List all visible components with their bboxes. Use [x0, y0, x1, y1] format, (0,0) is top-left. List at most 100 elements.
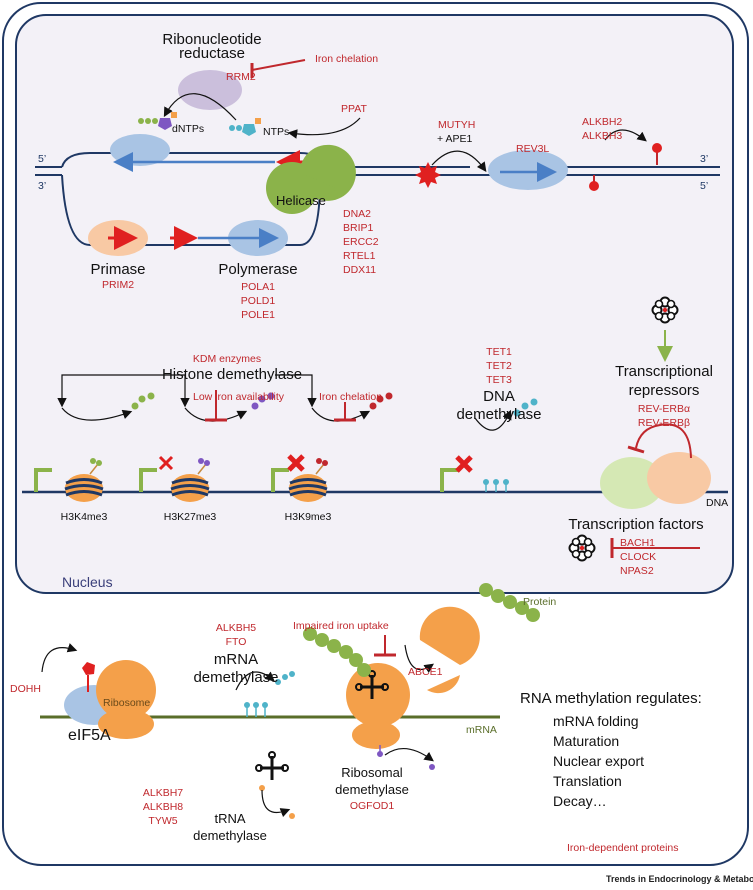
iron-chelation-label-mid: Iron chelation [319, 391, 383, 403]
helicase-protein: BRIP1 [343, 222, 374, 234]
h3k9me3-label: H3K9me3 [284, 511, 332, 523]
rnr-line-2: reductase [179, 45, 245, 62]
alkbh8-label: ALKBH8 [142, 801, 184, 813]
h3k27me3-label: H3K27me3 [163, 511, 217, 523]
histone-demethylase-label: Histone demethylase [161, 366, 303, 383]
mrna-demethylase-line: mRNA [213, 651, 259, 668]
nucleus-label: Nucleus [62, 574, 113, 590]
strand-3-left: 3’ [38, 180, 47, 192]
ribosomal-demethylase-line: demethylase [335, 782, 409, 797]
trna-demethylase-line: demethylase [193, 828, 267, 843]
helicase-protein: RTEL1 [343, 250, 376, 262]
dna-label: DNA [706, 497, 729, 509]
heme-icon-tf [568, 534, 596, 562]
abce1-label: ABCE1 [408, 666, 443, 678]
rev-erb-labels: REV-ERBα REV-ERBβ [638, 402, 690, 430]
alkbh3-label: ALKBH3 [582, 130, 623, 142]
heme-icon [651, 296, 679, 324]
abce1-small-subunit [427, 675, 460, 694]
helicase-protein: ERCC2 [343, 236, 379, 248]
dna-demethylase-line: demethylase [456, 406, 542, 423]
polymerase-protein: POLD1 [240, 295, 276, 307]
polymerase-protein: POLA1 [241, 281, 275, 293]
mrna-demethylase-line: demethylase [193, 669, 279, 686]
dna-demethylase-line: DNA [483, 388, 515, 405]
tf-protein: NPAS2 [620, 565, 654, 577]
h3k4me3-label: H3K4me3 [60, 511, 108, 523]
dna-methyl-marks [483, 479, 509, 492]
rev3l-label: REV3L [516, 143, 550, 155]
tf-protein: BACH1 [620, 537, 656, 549]
journal-footer: Trends in Endocrinology & Metabolism [606, 874, 753, 884]
tf-proteins: BACH1 CLOCK NPAS2 [620, 536, 656, 578]
rev-erb-alpha: REV-ERBα [637, 403, 691, 415]
strand-3-right: 3’ [700, 153, 709, 165]
alkbh2-label: ALKBH2 [582, 116, 623, 128]
protein-label: Protein [523, 596, 557, 608]
rna-methylation-list: mRNA folding Maturation Nuclear export T… [553, 711, 644, 811]
repressor-inhibition [635, 423, 692, 459]
polymerase-proteins: POLA1 POLD1 POLE1 [241, 280, 275, 322]
rna-methylation-title: RNA methylation regulates: [520, 690, 702, 707]
tyw5-label: TYW5 [148, 815, 178, 827]
rna-methylation-item: Translation [553, 773, 622, 789]
kdm-enzymes-label: KDM enzymes [192, 353, 262, 365]
ribonucleotide-reductase-label: Ribonucleotide reductase [162, 31, 262, 62]
rnr-line-1: Ribonucleotide [162, 31, 262, 48]
mutyh-label: MUTYH [438, 119, 476, 131]
ntp-molecules [229, 118, 261, 136]
translating-ribosome [346, 663, 410, 727]
helicase-protein: DNA2 [343, 208, 372, 220]
mrna-demethylase-label: mRNA demethylase [193, 651, 278, 687]
arrow-ppat [287, 117, 361, 139]
transcriptional-repressors-label: Transcriptional repressors [615, 362, 713, 400]
histone-demethylase-bracket [57, 374, 317, 408]
nucleosome-h3k4me3 [63, 472, 105, 504]
tet-protein: TET1 [486, 346, 512, 358]
ribosomal-demethylase-line: Ribosomal [341, 765, 403, 780]
histone-tails [89, 458, 328, 475]
rna-methylation-item: Maturation [553, 733, 620, 749]
dntp-molecules [138, 112, 177, 130]
rna-methylation-item: Nuclear export [553, 753, 645, 769]
repression-crosses [158, 454, 473, 473]
ribonucleotide-reductase-shape [178, 70, 242, 110]
polymerase-label: Polymerase [218, 261, 298, 278]
nascent-chain [303, 583, 540, 677]
repressor-line: Transcriptional [615, 363, 713, 380]
dohh-label: DOHH [10, 683, 41, 695]
trna-demethylase-line: tRNA [214, 811, 246, 826]
damage-star [415, 162, 441, 188]
trna-demethylase-label: tRNA demethylase [193, 810, 267, 844]
alkbh-dna-labels: ALKBH2 ALKBH3 [582, 115, 622, 143]
ppat-label: PPAT [341, 103, 367, 115]
tf-orange-shape [647, 452, 711, 504]
fto-label: FTO [225, 636, 247, 648]
low-iron-label: Low iron availability [193, 391, 285, 403]
nucleosome-h3k27me3 [169, 472, 211, 504]
polymerase-protein: POLE1 [241, 309, 275, 321]
iron-dependent-legend: Iron-dependent proteins [567, 842, 679, 854]
arrow-ntps-to-dntps [163, 93, 237, 121]
iron-chelation-label-top: Iron chelation [315, 53, 379, 65]
nucleosome-h3k9me3 [287, 472, 329, 504]
tet-labels: TET1 TET2 TET3 [486, 345, 512, 387]
strand-5-right: 5’ [700, 180, 709, 192]
ntps-label: NTPs [263, 126, 290, 138]
helicase-label: Helicase [276, 193, 326, 208]
strand-5-left: 5’ [38, 153, 47, 165]
alkbh7-label: ALKBH7 [142, 787, 184, 799]
eif5a-label: eIF5A [68, 727, 111, 744]
tet-protein: TET2 [486, 360, 512, 372]
methyl-lesions [589, 143, 662, 191]
ribosome-label: Ribosome [103, 697, 151, 709]
impaired-iron-uptake-label: Impaired iron uptake [293, 620, 389, 632]
trna-protein-labels: ALKBH7 ALKBH8 TYW5 [143, 786, 183, 828]
mrna-label: mRNA [466, 724, 497, 736]
helicase-protein: DDX11 [343, 264, 377, 276]
ribosomal-methyl [377, 745, 435, 770]
rrm2-label: RRM2 [226, 71, 256, 83]
methyl-groups-released [131, 392, 538, 417]
rev-erb-beta: REV-ERBβ [637, 417, 691, 429]
